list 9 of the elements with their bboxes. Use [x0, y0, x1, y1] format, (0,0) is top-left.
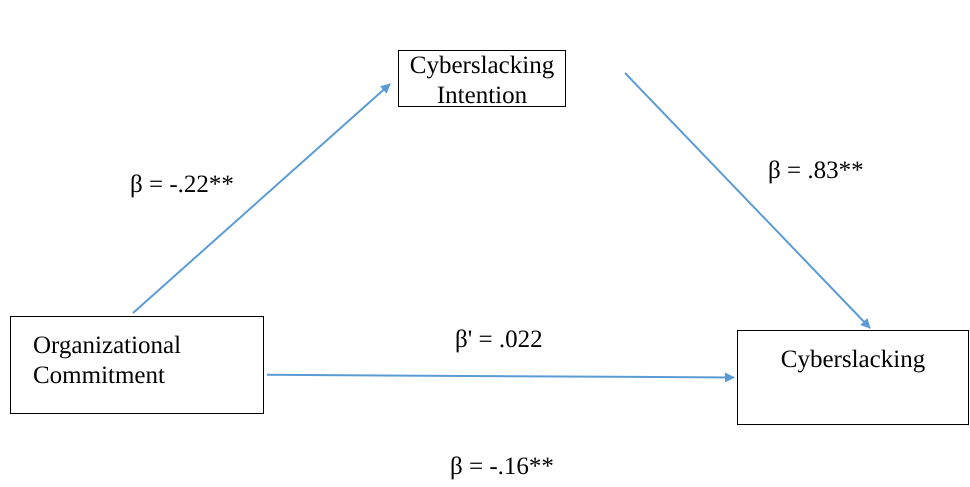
process-box: [398, 50, 566, 107]
arrow: [132, 83, 391, 314]
node-label: Cyberslacking: [780, 345, 926, 375]
arrow: [624, 72, 871, 329]
node-label: Organizational Commitment: [33, 331, 182, 391]
node-label: Cyberslacking Intention: [408, 51, 556, 111]
process-box: [10, 316, 264, 414]
arrow: [267, 372, 735, 382]
process-box: [737, 330, 969, 425]
